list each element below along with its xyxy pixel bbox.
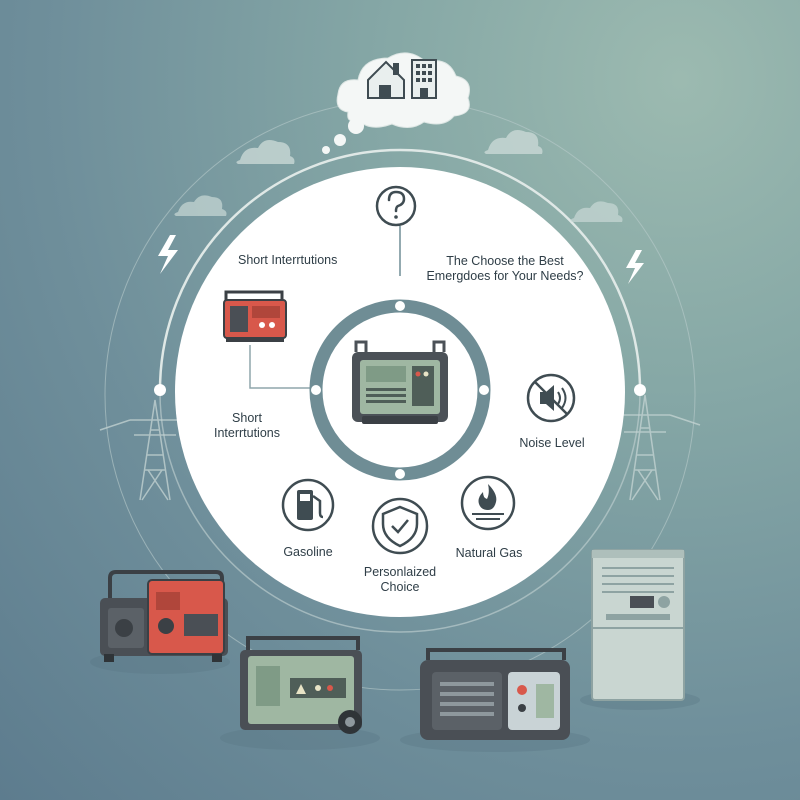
flame-icon [460, 475, 516, 531]
cloud-icon [484, 130, 543, 154]
no-noise-icon [526, 373, 576, 423]
generator-icon [420, 648, 570, 740]
short-interruptions-label-mid: Short Interrtutions [197, 411, 297, 441]
lightning-icon [626, 250, 644, 284]
short-interruptions-line1: Short [232, 411, 262, 425]
generator-icon [223, 290, 287, 342]
natural-gas-label: Natural Gas [455, 546, 523, 560]
ring-node-bottom [395, 469, 405, 479]
cloud-icon [174, 195, 227, 216]
noise-level-label: Noise Level [519, 436, 585, 450]
ring-node-right [479, 385, 489, 395]
personalized-choice-label: Personlaized Choice [350, 565, 450, 595]
generator-icon [591, 549, 685, 701]
cloud-icon [236, 140, 295, 164]
arc-node-left [154, 384, 166, 396]
question-heading: The Choose the Best Emergdoes for Your N… [426, 254, 584, 283]
lightning-icon [158, 235, 178, 274]
short-interruptions-label: Short Interrtutions [238, 253, 338, 267]
fuel-pump-icon [281, 478, 335, 532]
personalized-choice-line2: Choice [380, 580, 420, 594]
question-icon [375, 185, 417, 227]
outer-arc-top [158, 148, 642, 391]
ring-node-top [395, 301, 405, 311]
gasoline-label: Gasoline [283, 545, 333, 559]
arc-node-right [634, 384, 646, 396]
connector-line [249, 345, 312, 389]
outer-arc-bottom [159, 391, 641, 633]
generator-icon [352, 340, 448, 424]
personalized-choice-line1: Personlaized [363, 565, 437, 579]
generator-icon [240, 636, 362, 734]
shield-check-icon [371, 497, 429, 555]
cloud-icon [570, 201, 623, 222]
short-interruptions-line2: Interrtutions [213, 426, 280, 440]
home-icon [367, 60, 405, 99]
ring-node-left [311, 385, 321, 395]
generator-icon [100, 570, 228, 662]
building-icon [411, 59, 437, 99]
